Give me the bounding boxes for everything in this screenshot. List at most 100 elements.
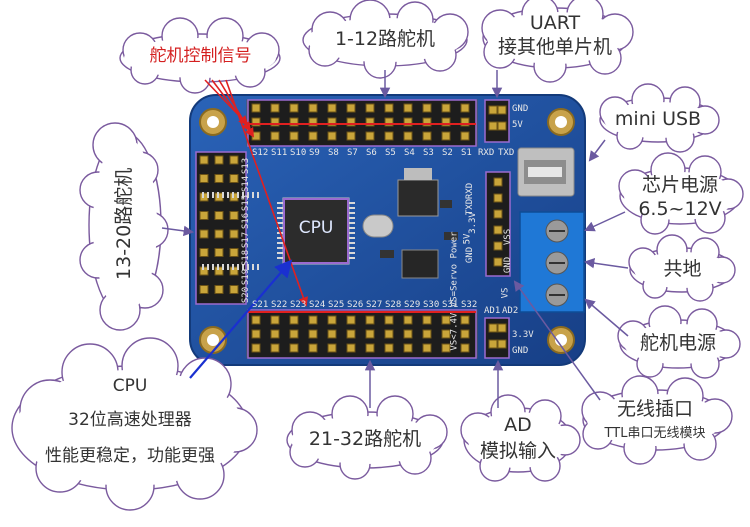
label-uart: UART — [529, 12, 581, 34]
cpu-leg — [277, 222, 283, 224]
header-pin — [214, 248, 224, 257]
header-pin — [270, 103, 280, 113]
silkscreen-label: VSS — [503, 228, 514, 246]
header-pin — [460, 315, 470, 325]
cpu-chip-label: CPU — [298, 218, 334, 238]
cpu-chip — [202, 192, 355, 270]
header-pin — [493, 241, 503, 251]
pointer-arrows — [161, 70, 629, 408]
label-ad-desc: 模拟输入 — [479, 440, 556, 462]
silkscreen-label: TXD — [498, 148, 515, 158]
cpu-leg — [247, 264, 249, 270]
header-pin — [441, 329, 451, 339]
header-pin — [327, 315, 337, 325]
cpu-leg — [242, 264, 244, 270]
header-pin — [346, 117, 356, 127]
silkscreen-label: S20 — [241, 286, 252, 304]
header-pin — [460, 103, 470, 113]
cloud-wireless — [581, 375, 733, 465]
cloud-mini-usb — [599, 83, 720, 153]
silkscreen-label: S30 — [423, 300, 440, 310]
header-pin — [403, 343, 413, 353]
header-pin — [229, 174, 239, 183]
silkscreen-label: S26 — [347, 300, 364, 310]
silkscreen-label: S32 — [461, 300, 478, 310]
cloud-uart — [481, 0, 634, 83]
cpu-leg — [257, 192, 259, 198]
cpu-leg — [349, 222, 355, 224]
header-pin — [384, 315, 394, 325]
header-pin — [384, 329, 394, 339]
cloud-ad — [460, 394, 581, 482]
cpu-leg — [349, 232, 355, 234]
header-pin — [460, 329, 470, 339]
label-chip-power: 芯片电源 — [641, 174, 718, 196]
cpu-leg — [207, 192, 209, 198]
label-servo-13-20: 13-20路舵机 — [113, 167, 136, 280]
silkscreen-label: S14 — [241, 175, 252, 193]
silkscreen-label: S16 — [241, 212, 252, 230]
cpu-leg — [349, 252, 355, 254]
terminal-screws — [545, 219, 569, 307]
silkscreen-label: S17 — [241, 231, 252, 248]
header-pin — [384, 131, 394, 141]
cloud-servo-13-20 — [79, 122, 169, 331]
cpu-leg — [247, 192, 249, 198]
ic-small — [401, 249, 439, 279]
silkscreen-label: S28 — [385, 300, 402, 310]
cpu-leg — [349, 257, 355, 259]
header-pin — [199, 285, 209, 294]
cpu-leg — [277, 247, 283, 249]
header-pin — [251, 329, 261, 339]
header-pin — [229, 248, 239, 257]
silkscreen-label: S27 — [366, 300, 383, 310]
silkscreen-label: AD2 — [502, 306, 519, 316]
silkscreen-label: RXD — [478, 148, 495, 158]
silkscreen-label: S3 — [423, 148, 434, 158]
header-pin — [289, 315, 299, 325]
silkscreen-label: VS — [500, 287, 511, 299]
header-pin — [214, 174, 224, 183]
header-pin — [229, 285, 239, 294]
header-pin — [214, 229, 224, 239]
silkscreen-label: S21 — [252, 300, 269, 310]
cloud-callouts — [11, 0, 744, 511]
silkscreen-label: S5 — [385, 148, 396, 158]
cpu-leg — [222, 192, 224, 198]
header-pin — [229, 211, 239, 220]
header-pin — [289, 131, 299, 141]
header-pin — [270, 117, 280, 127]
header-pin — [327, 103, 337, 113]
header-pin — [441, 131, 451, 141]
header-pin — [365, 329, 375, 339]
cpu-leg — [237, 192, 239, 198]
cpu-leg — [277, 207, 283, 209]
header-pin — [497, 339, 507, 349]
crystal — [362, 214, 394, 238]
cpu-leg — [277, 202, 283, 204]
header-pin — [403, 315, 413, 325]
header-pin — [384, 117, 394, 127]
header-pin — [251, 103, 261, 113]
header-pin — [346, 315, 356, 325]
header-pin — [497, 323, 507, 333]
cpu-leg — [277, 237, 283, 239]
silkscreen-label: GND — [465, 246, 476, 264]
silkscreen-label: AD1 — [484, 306, 501, 316]
header-pin — [251, 131, 261, 141]
header-pin — [403, 103, 413, 113]
silkscreen-label: 5V — [512, 120, 523, 130]
label-servo-signal: 舵机控制信号 — [149, 46, 252, 66]
header-pin — [346, 329, 356, 339]
cloud-servo-power — [617, 305, 741, 379]
silkscreen-label: S23 — [290, 300, 307, 310]
header-pin — [289, 329, 299, 339]
header-pin — [308, 117, 318, 127]
cpu-leg — [242, 192, 244, 198]
regulator — [397, 179, 439, 217]
silkscreen-label: VS<7.4V VS=Servo Power — [449, 231, 460, 351]
header-pin — [403, 131, 413, 141]
header-pin — [493, 257, 503, 267]
header-pin — [270, 131, 280, 141]
